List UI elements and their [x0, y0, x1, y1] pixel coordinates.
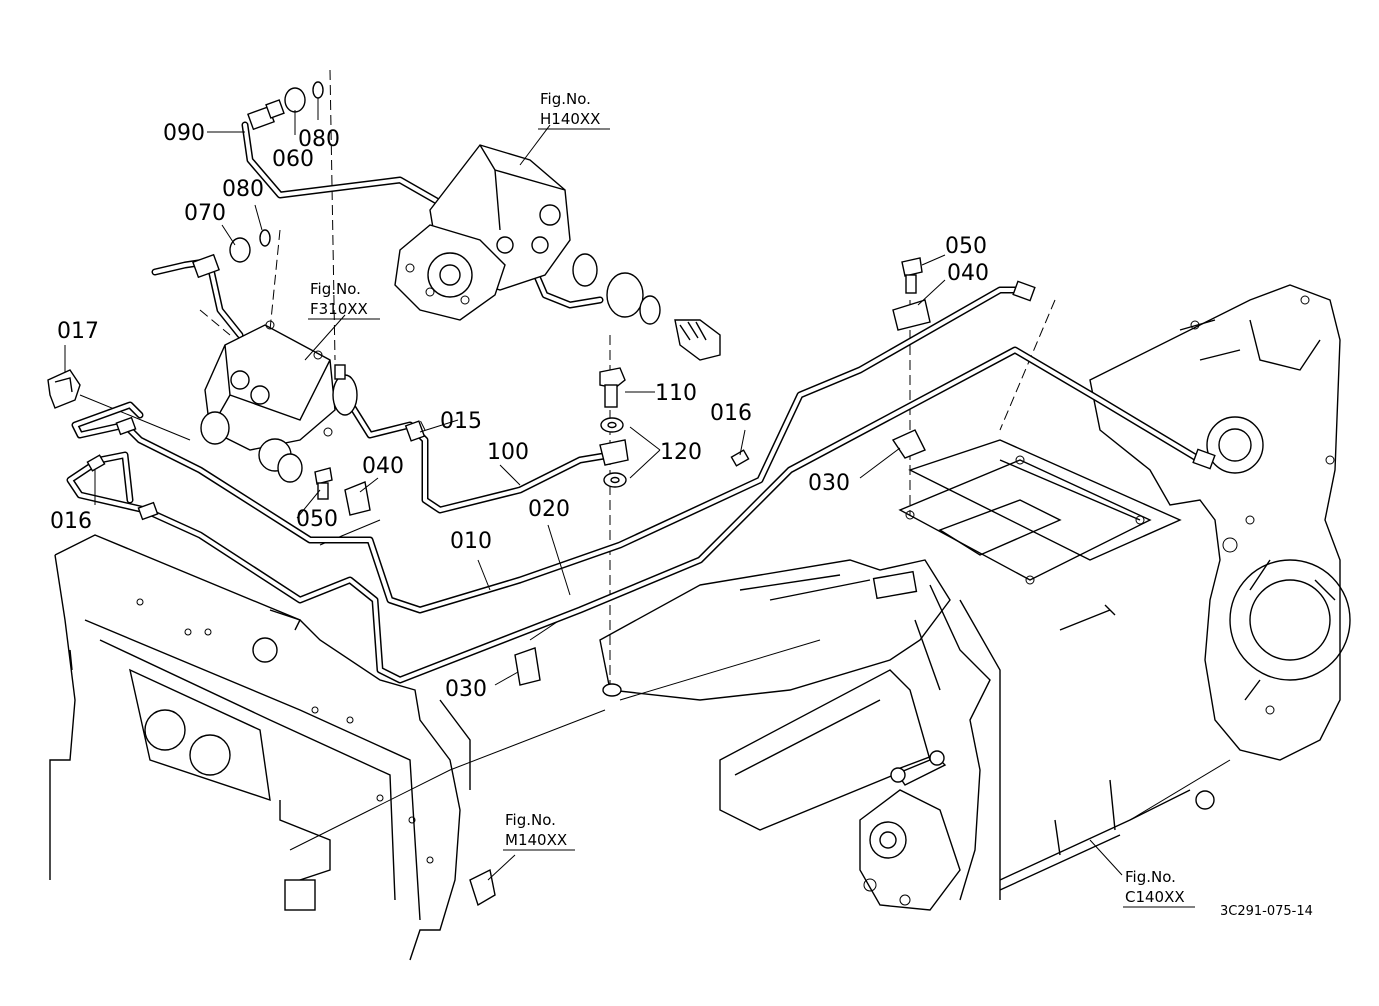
figure-reference-c140: Fig.No. C140XX [1123, 868, 1195, 908]
callout-030-left: 030 [445, 677, 487, 702]
callout-040-left: 040 [362, 454, 404, 479]
callout-050-left: 050 [296, 507, 338, 532]
fig-code-m140: M140XX [505, 831, 567, 849]
callouts: 090 060 080 080 070 050 040 017 015 110 … [50, 121, 989, 702]
callout-020: 020 [528, 497, 570, 522]
callout-015: 015 [440, 409, 482, 434]
callout-100: 100 [487, 440, 529, 465]
figure-reference-m140: Fig.No. M140XX [503, 811, 575, 851]
callout-010: 010 [450, 529, 492, 554]
callout-110: 110 [655, 381, 697, 406]
callout-017: 017 [57, 319, 99, 344]
callout-040-right: 040 [947, 261, 989, 286]
drawing-code: 3C291-075-14 [1220, 904, 1313, 919]
callout-050-right: 050 [945, 234, 987, 259]
fig-code-c140: C140XX [1125, 888, 1185, 906]
figure-reference-h140: Fig.No. H140XX [538, 90, 610, 130]
parts [47, 81, 1216, 907]
fig-code-h140: H140XX [540, 110, 600, 128]
callout-080-mid: 080 [222, 177, 264, 202]
callout-090: 090 [163, 121, 205, 146]
callout-060: 060 [272, 147, 314, 172]
transmission-housing [599, 284, 1351, 911]
callout-070: 070 [184, 201, 226, 226]
fig-code-f310: F310XX [310, 300, 368, 318]
fig-label-m140: Fig.No. [505, 811, 556, 829]
callout-120: 120 [660, 440, 702, 465]
fig-label-f310: Fig.No. [310, 280, 361, 298]
fig-label-h140: Fig.No. [540, 90, 591, 108]
callout-030-right: 030 [808, 471, 850, 496]
callout-080-top: 080 [298, 127, 340, 152]
callout-016-left: 016 [50, 509, 92, 534]
callout-016-right: 016 [710, 401, 752, 426]
fig-label-c140: Fig.No. [1125, 868, 1176, 886]
left-panel [49, 534, 471, 961]
pipes [66, 121, 1204, 684]
figure-reference-f310: Fig.No. F310XX [308, 280, 380, 320]
callout-leaders [64, 98, 1123, 881]
